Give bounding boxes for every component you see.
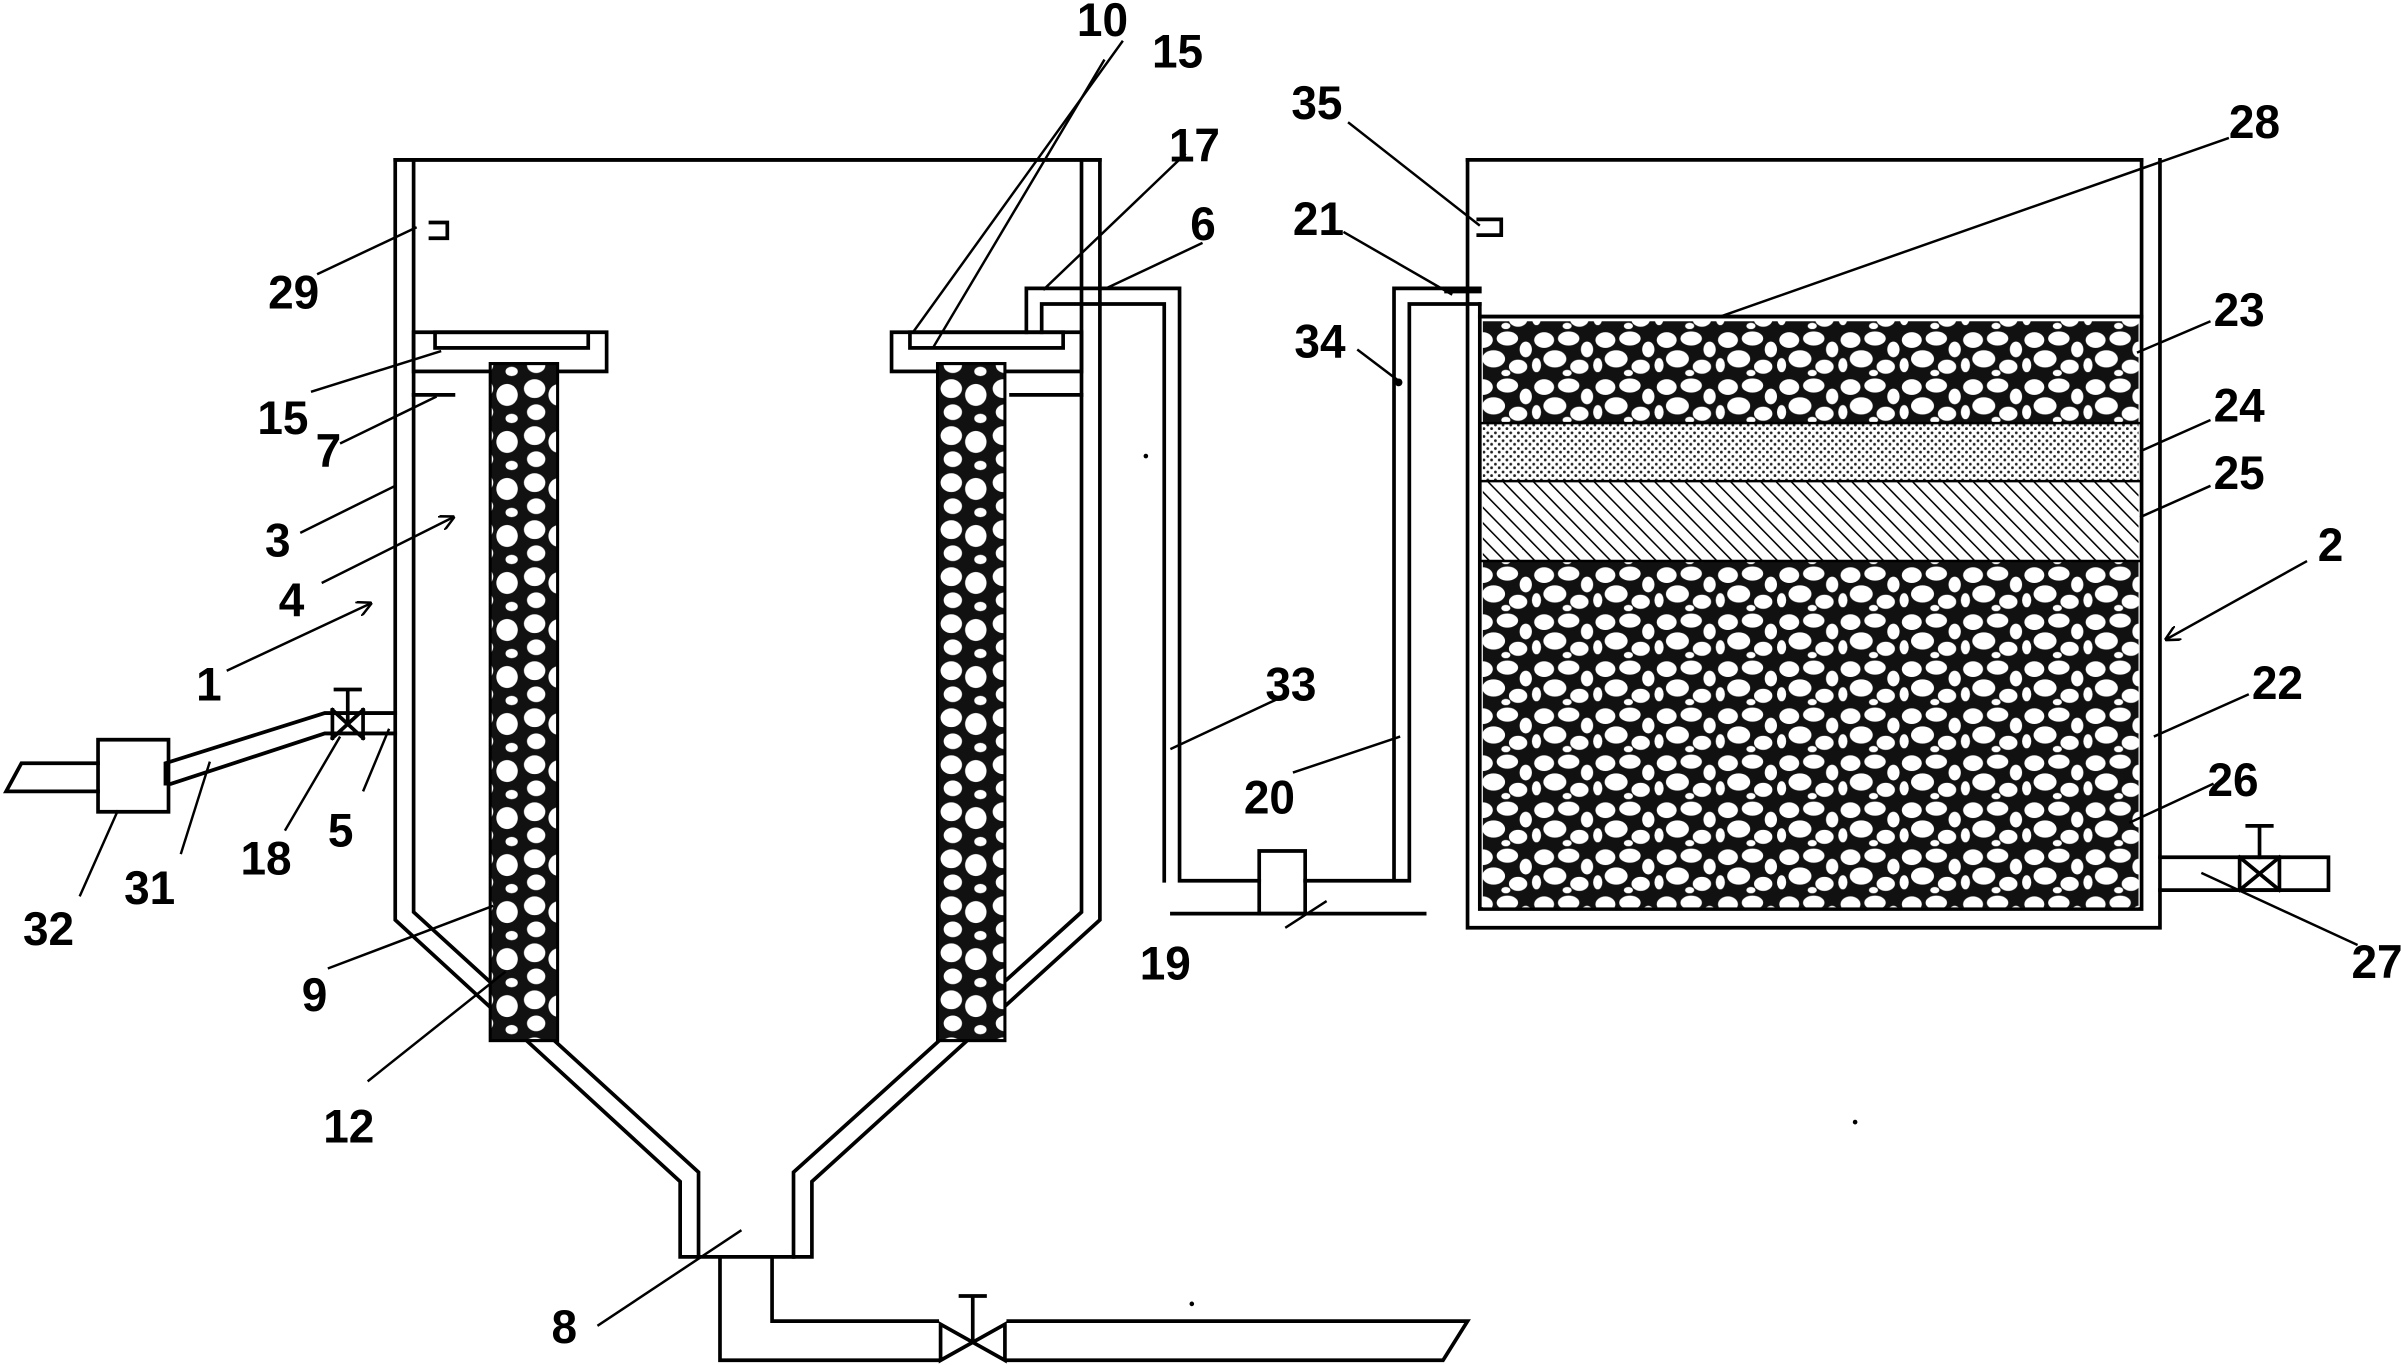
label-35: 35: [1291, 77, 1342, 130]
layer-24: [1482, 423, 2139, 482]
filter-tank: [1394, 157, 2331, 930]
weir-right-inner: [908, 330, 1065, 350]
sensor-35: [1476, 217, 1504, 237]
label-29: 29: [268, 266, 319, 319]
valve-27-cross: [2237, 854, 2283, 893]
pump-32: [96, 737, 171, 814]
label-8: 8: [551, 1301, 577, 1354]
filter-column-right: [935, 362, 1007, 1043]
layer-23: [1482, 321, 2139, 424]
sensor-29: [428, 220, 450, 241]
filter-tank-inner: [1477, 157, 2144, 911]
filter-column-left: [488, 362, 560, 1043]
drain-pipe: [718, 1254, 1471, 1363]
label-2: 2: [2318, 519, 2344, 572]
label-15-left: 15: [257, 392, 308, 445]
label-27: 27: [2351, 935, 2402, 988]
label-34: 34: [1294, 315, 1345, 368]
leader-lines: [78, 40, 2359, 1327]
label-12: 12: [323, 1100, 374, 1153]
label-5: 5: [328, 804, 354, 857]
layer-25: [1482, 481, 2139, 562]
pipe-6-17: [1024, 286, 1262, 883]
transfer-pipe: [1024, 286, 1482, 916]
label-24: 24: [2214, 379, 2265, 432]
label-15-right: 15: [1152, 25, 1203, 78]
label-28: 28: [2229, 95, 2280, 148]
label-20: 20: [1244, 771, 1295, 824]
valve-27-handle: [2245, 824, 2274, 860]
drain-valve: [938, 1321, 1007, 1364]
weir-left-inner: [433, 330, 591, 350]
label-25: 25: [2214, 446, 2265, 499]
label-7: 7: [316, 425, 342, 478]
label-31: 31: [124, 862, 175, 915]
label-4: 4: [279, 573, 305, 626]
drain-assembly: [718, 1254, 1471, 1364]
label-22: 22: [2252, 656, 2303, 709]
label-33: 33: [1265, 658, 1316, 711]
label-10: 10: [1077, 0, 1128, 46]
inlet-assembly: [3, 687, 398, 814]
callout-labels: 1 2 3 4 5 6 7 8 9 10 12 15 15 17 18 19 2…: [23, 0, 2402, 1353]
label-26: 26: [2207, 754, 2258, 807]
label-9: 9: [302, 968, 328, 1021]
label-18: 18: [241, 832, 292, 885]
filter-tank-outer: [1465, 157, 2162, 930]
label-1: 1: [196, 658, 222, 711]
label-21: 21: [1293, 193, 1344, 246]
pump-19: [1257, 849, 1308, 916]
label-17: 17: [1169, 119, 1220, 172]
pump-inlet-nozzle: [3, 761, 100, 794]
inlet-pipe-5: [163, 711, 398, 786]
label-32: 32: [23, 903, 74, 956]
label-6: 6: [1190, 197, 1216, 250]
label-23: 23: [2214, 283, 2265, 336]
pipe-20: [1303, 286, 1482, 883]
layer-28-26-bottom: [1482, 561, 2139, 908]
label-3: 3: [265, 514, 291, 567]
label-19: 19: [1140, 937, 1191, 990]
valve-18-handle: [333, 687, 362, 726]
drain-valve-handle: [958, 1294, 987, 1344]
